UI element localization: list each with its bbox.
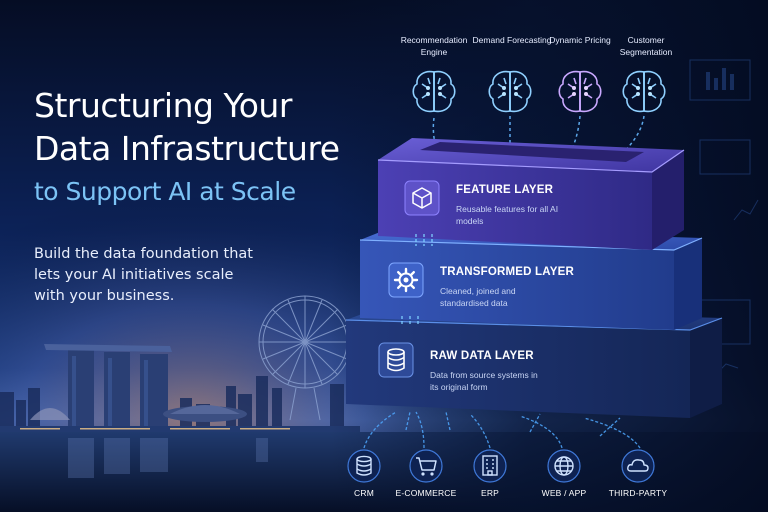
- brain-icon: [412, 70, 456, 113]
- brain-icon: [622, 70, 666, 113]
- source-label-web-app: WEB / APP: [541, 488, 587, 498]
- source-label-third-party: THIRD-PARTY: [608, 488, 668, 498]
- globe-icon: [547, 449, 581, 483]
- cloud-icon: [621, 449, 655, 483]
- raw-layer-title: RAW DATA LAYER: [430, 350, 534, 362]
- cart-icon: [409, 449, 443, 483]
- gear-icon: [388, 262, 424, 298]
- title-line-3: to Support AI at Scale: [34, 177, 296, 206]
- ai-model-label: Dynamic Pricing: [549, 35, 611, 45]
- title-line-2: Data Infrastructure: [34, 129, 340, 168]
- ai-model-customer-segmentation: Customer Segmentation: [604, 34, 688, 58]
- source-label-ecommerce: E-COMMERCE: [395, 488, 457, 498]
- raw-layer-description: Data from source systems in its original…: [430, 370, 538, 392]
- feature-layer-description: Reusable features for all AI models: [456, 204, 559, 226]
- database-icon: [378, 342, 414, 378]
- ai-model-label: Recommendation Engine: [400, 35, 468, 57]
- cube-icon: [404, 180, 440, 216]
- ai-model-demand-forecasting: Demand Forecasting: [470, 34, 554, 46]
- database-icon: [347, 449, 381, 483]
- brain-icon: [488, 70, 532, 113]
- transformed-layer-title: TRANSFORMED LAYER: [440, 266, 574, 278]
- building-icon: [473, 449, 507, 483]
- transformed-layer-description: Cleaned, joined and standardised data: [440, 286, 516, 308]
- ai-model-recommendation-engine: Recommendation Engine: [392, 34, 476, 58]
- source-label-crm: CRM: [354, 488, 374, 498]
- source-label-erp: ERP: [480, 488, 500, 498]
- page-subtitle: Build the data foundation that lets your…: [34, 246, 253, 304]
- page-title: Structuring Your Data Infrastructure to …: [34, 84, 340, 213]
- ai-model-dynamic-pricing: Dynamic Pricing: [538, 34, 622, 46]
- ai-model-label: Demand Forecasting: [472, 35, 552, 45]
- title-line-1: Structuring Your: [34, 86, 292, 125]
- ai-model-label: Customer Segmentation: [619, 35, 673, 57]
- brain-icon: [558, 70, 602, 113]
- feature-layer-title: FEATURE LAYER: [456, 184, 554, 196]
